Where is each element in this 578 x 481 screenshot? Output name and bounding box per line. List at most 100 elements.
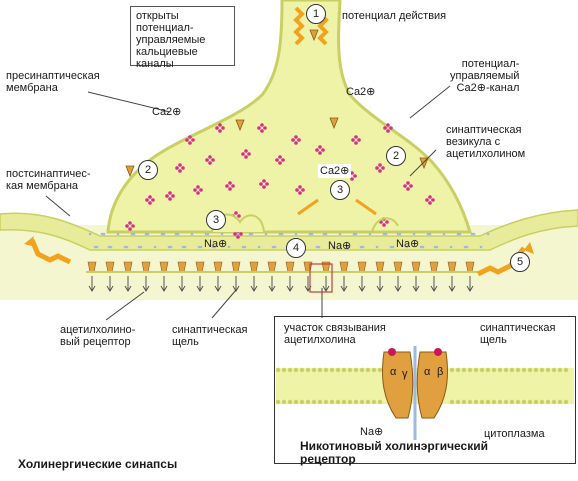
receptor-arrow — [394, 276, 402, 292]
lipid-head — [455, 367, 461, 373]
cleft-dot — [116, 232, 120, 236]
cleft-dot — [146, 232, 150, 236]
vesicle-dot — [321, 148, 325, 152]
calcium-channels — [125, 29, 429, 178]
vesicle-dot — [228, 187, 232, 191]
lipid-head — [467, 367, 473, 373]
vesicle-dot — [218, 123, 222, 127]
cleft-dot — [100, 232, 104, 236]
lipid-head — [479, 399, 485, 405]
lipid-head — [461, 367, 467, 373]
vesicle-dot — [294, 141, 298, 145]
lipid-head — [563, 399, 569, 405]
lipid-head — [341, 367, 347, 373]
cleft-dot — [352, 232, 356, 236]
lipid-head — [359, 399, 365, 405]
na-ion: Na⊕ — [396, 238, 420, 250]
lipid-head — [347, 399, 353, 405]
lipid-head — [353, 399, 359, 405]
vesicle-dot — [234, 211, 238, 215]
vesicle-dot — [375, 166, 379, 170]
vesicle-dot — [125, 224, 129, 228]
vesicle-dot — [247, 152, 251, 156]
cleft-dot — [338, 232, 342, 236]
step-3-marker: 3 — [206, 210, 226, 230]
vesicle-dot — [185, 138, 189, 142]
step-4-marker: 4 — [286, 238, 306, 258]
lipid-head — [275, 367, 281, 373]
lipid-head — [527, 367, 533, 373]
leader-lines — [45, 85, 451, 321]
vesicle-dot — [181, 166, 185, 170]
vesicle-dot — [175, 166, 179, 170]
postsynaptic-ap-arrow-left — [24, 236, 34, 246]
presynaptic-membrane-label: пресинаптическая мембрана — [6, 70, 100, 94]
lipid-head — [305, 367, 311, 373]
lipid-head — [473, 367, 479, 373]
vesicle-dot — [145, 198, 149, 202]
vesicle-dot — [221, 126, 225, 130]
lipid-head — [527, 399, 533, 405]
lipid-head — [539, 367, 545, 373]
subunit-alpha: α — [424, 366, 431, 378]
cleft-dot — [144, 232, 148, 236]
vesicle-dot — [231, 184, 235, 188]
receptor-arrow — [142, 276, 150, 292]
cleft-dot — [220, 232, 224, 236]
receptor-arrow — [232, 276, 240, 292]
lipid-head — [275, 399, 281, 405]
cleft-dot — [465, 245, 469, 249]
vesicle-dot — [281, 158, 285, 162]
cleft-dot — [273, 245, 277, 249]
cleft-dot — [206, 232, 210, 236]
lipid-head — [347, 367, 353, 373]
lipid-head — [491, 367, 497, 373]
cleft-dot — [162, 232, 166, 236]
vesicle-dot — [386, 123, 390, 127]
cleft-dot — [456, 232, 460, 236]
vesicle-dot — [178, 169, 182, 173]
receptor-arrow — [376, 276, 384, 292]
cleft-dot — [204, 232, 208, 236]
vesicle-dot — [291, 138, 295, 142]
receptor-highlight — [309, 263, 333, 293]
receptor-arrow — [322, 276, 330, 292]
inset-synaptic-cleft-label: синаптическая щель — [480, 322, 556, 346]
cleft-dot — [382, 232, 386, 236]
vesicle-dot — [351, 138, 355, 142]
lipid-head — [521, 399, 527, 405]
vesicle-dot — [215, 126, 219, 130]
vesicle-dot — [386, 129, 390, 133]
cleft-dot — [169, 245, 173, 249]
figure-caption: Холинергические синапсы — [18, 457, 178, 471]
cleft-dot — [359, 245, 363, 249]
vesicle-dot — [196, 191, 200, 195]
cleft-dot — [95, 245, 99, 249]
vesicle-dot — [208, 155, 212, 159]
receptor-arrow — [448, 276, 456, 292]
lipid-head — [377, 399, 383, 405]
lipid-head — [533, 399, 539, 405]
lipid-head — [539, 399, 545, 405]
cleft-dot — [398, 232, 402, 236]
lipid-head — [353, 367, 359, 373]
vesicle-dot — [263, 126, 267, 130]
receptor-arrow — [160, 276, 168, 292]
subunit-beta: β — [437, 366, 444, 378]
cleft-dot — [347, 245, 351, 249]
vesicle-dot — [131, 224, 135, 228]
action-potential-arrow — [293, 6, 305, 46]
lipid-head — [461, 399, 467, 405]
postsynaptic-ap-arrow-right — [524, 242, 534, 254]
vesicle-dot — [168, 191, 172, 195]
vesicle-dot — [318, 145, 322, 149]
cleft-dot — [197, 245, 201, 249]
vesicle-dot — [218, 129, 222, 133]
postsynaptic-membrane-surface — [0, 209, 578, 251]
vesicle-dot — [406, 181, 410, 185]
exocytosis-pocket — [371, 217, 399, 233]
vesicle-dot — [378, 169, 382, 173]
cleft-dot — [109, 245, 113, 249]
cleft-dot — [308, 232, 312, 236]
vesicle-dot — [188, 135, 192, 139]
